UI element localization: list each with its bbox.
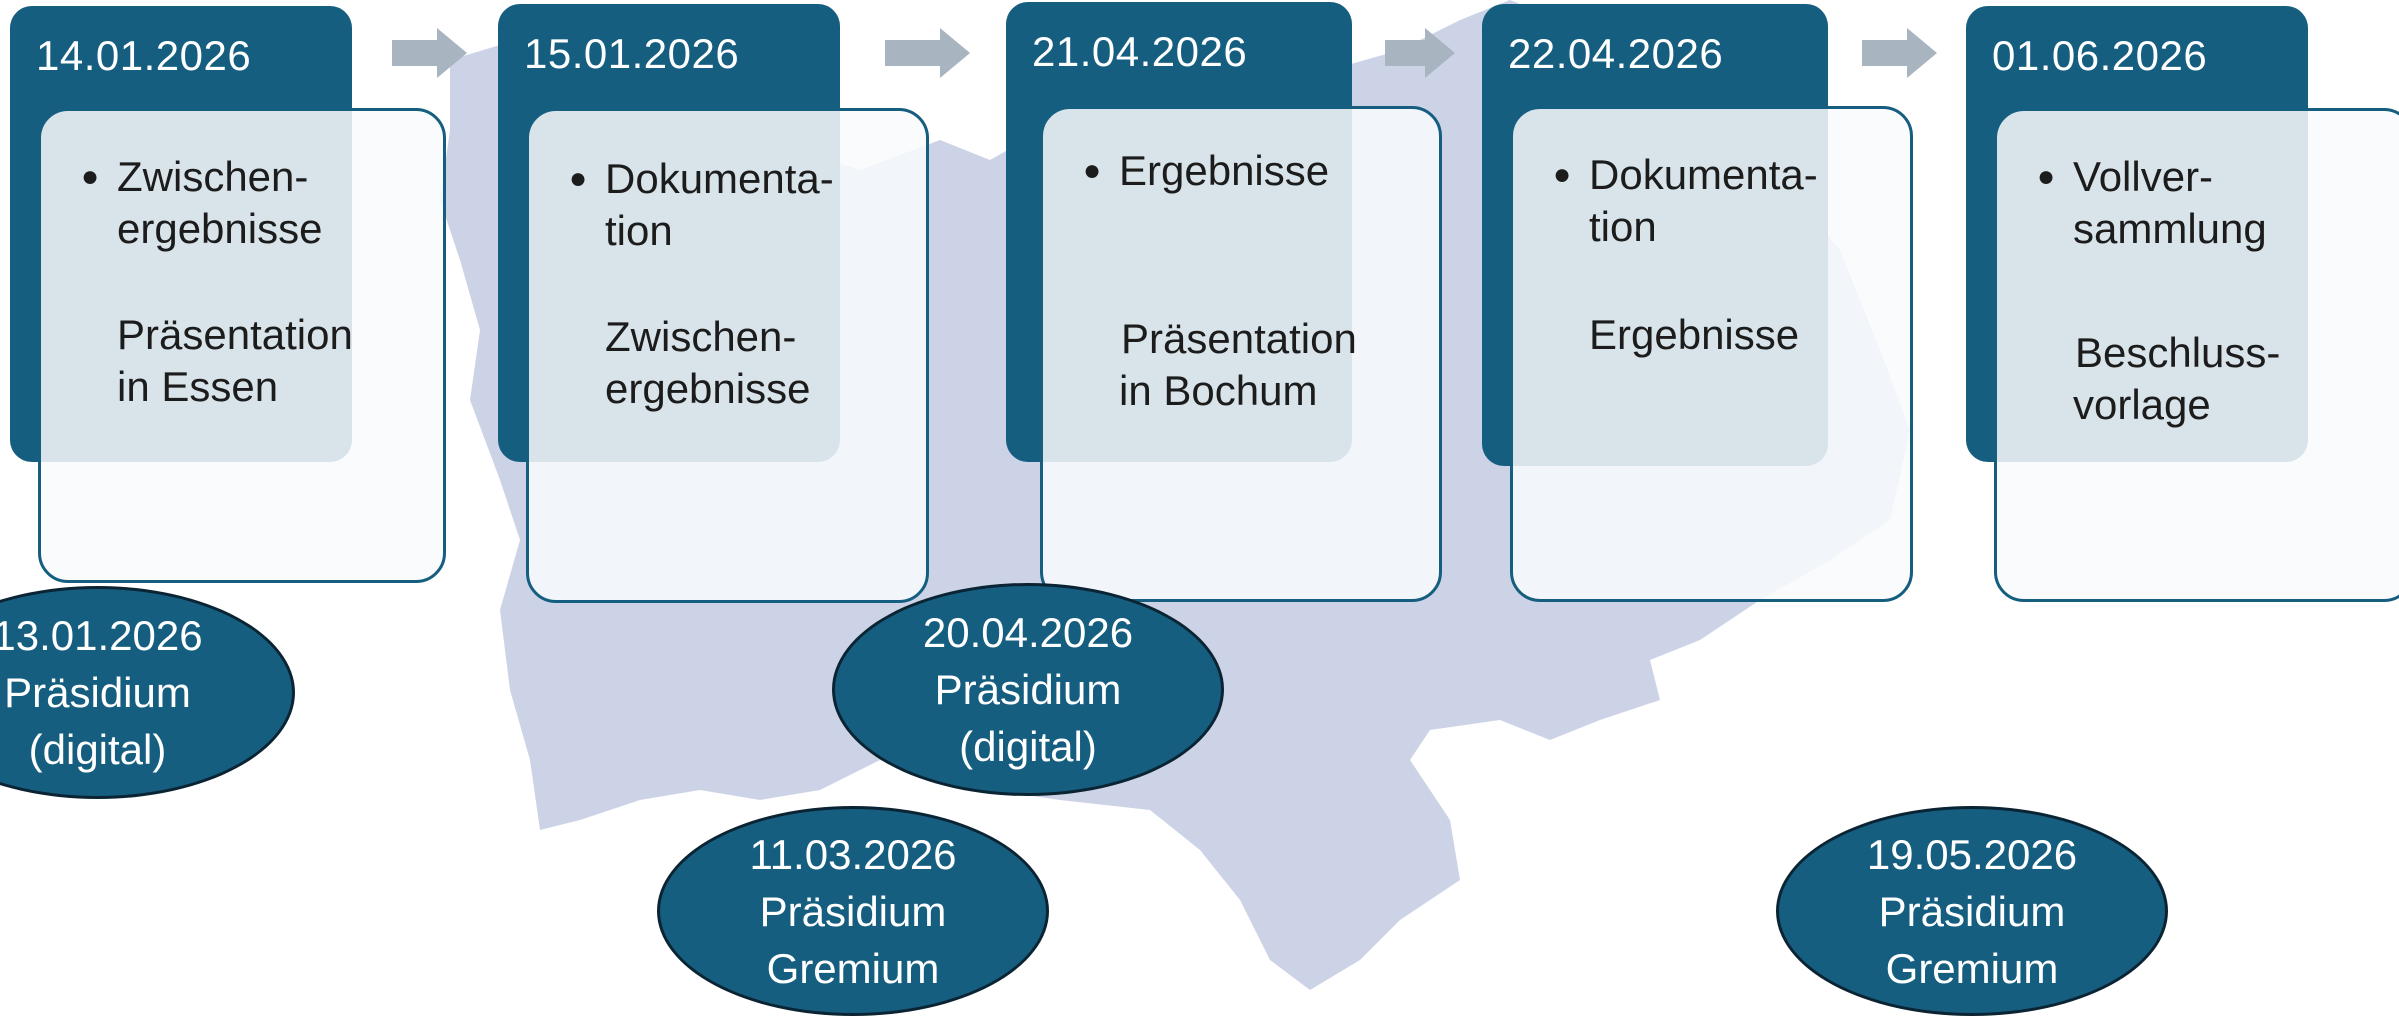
step-3-line-1: Ergebnisse xyxy=(1119,147,1330,194)
meeting-1-note: (digital) xyxy=(28,726,167,773)
meeting-oval-2: 20.04.2026 Präsidium (digital) xyxy=(832,583,1224,796)
meeting-1-title: Präsidium xyxy=(4,669,191,716)
meeting-3-note: Gremium xyxy=(766,944,940,992)
step-5-card: ● Vollver- sammlung Beschluss- vorlage xyxy=(1994,108,2399,602)
timeline-arrow-1 xyxy=(392,28,467,78)
step-5-bullet: ● xyxy=(2037,160,2056,193)
step-1-bullet: ● xyxy=(81,160,100,193)
step-5-line-1: Vollver- xyxy=(2073,153,2214,200)
step-4-bullet: ● xyxy=(1553,158,1572,191)
step-3-date: 21.04.2026 xyxy=(1032,28,1248,75)
step-1-line-4: Präsentation xyxy=(117,311,353,358)
step-4-card: ● Dokumenta- tion Ergebnisse xyxy=(1510,106,1913,602)
step-3-line-4: in Bochum xyxy=(1119,367,1318,414)
step-5-line-4: Beschluss- xyxy=(2075,329,2281,376)
step-2-card: ● Dokumenta- tion Zwischen- ergebnisse xyxy=(526,108,929,603)
step-1-line-1: Zwischen- xyxy=(117,153,309,200)
meeting-2-date: 20.04.2026 xyxy=(922,609,1134,656)
meeting-2-note: (digital) xyxy=(959,723,1097,770)
meeting-4-title: Präsidium xyxy=(1878,887,2066,935)
timeline-arrow-4 xyxy=(1862,28,1937,78)
step-3-line-3: Präsentation xyxy=(1121,315,1357,362)
step-1-date: 14.01.2026 xyxy=(36,32,252,79)
step-2-line-5: ergebnisse xyxy=(605,365,811,412)
step-4-line-1: Dokumenta- xyxy=(1589,151,1818,198)
meeting-oval-4: 19.05.2026 Präsidium Gremium xyxy=(1776,806,2168,1016)
step-1-line-2: ergebnisse xyxy=(117,205,323,252)
step-4-date: 22.04.2026 xyxy=(1508,30,1724,77)
step-3-bullet: ● xyxy=(1083,154,1102,187)
meeting-2-title: Präsidium xyxy=(934,666,1122,713)
meeting-3-date: 11.03.2026 xyxy=(749,830,957,878)
step-1-line-5: in Essen xyxy=(117,363,279,410)
step-4-line-2: tion xyxy=(1589,203,1657,250)
meeting-1-date: 13.01.2026 xyxy=(0,612,203,659)
step-4-line-4: Ergebnisse xyxy=(1589,311,1800,358)
meeting-oval-1: 13.01.2026 Präsidium (digital) xyxy=(0,586,295,799)
step-2-line-2: tion xyxy=(605,207,673,254)
step-2-line-4: Zwischen- xyxy=(605,313,797,360)
timeline-arrow-2 xyxy=(885,28,970,78)
timeline-arrow-3 xyxy=(1385,28,1455,78)
meeting-3-title: Präsidium xyxy=(759,887,947,935)
meeting-4-note: Gremium xyxy=(1885,944,2059,992)
step-2-date: 15.01.2026 xyxy=(524,30,740,77)
step-5-line-2: sammlung xyxy=(2073,205,2267,252)
step-2-bullet: ● xyxy=(569,162,588,195)
meeting-4-date: 19.05.2026 xyxy=(1866,830,2078,878)
step-3-card: ● Ergebnisse Präsentation in Bochum xyxy=(1040,106,1442,602)
step-1-card: ● Zwischen- ergebnisse Präsentation in E… xyxy=(38,108,446,583)
meeting-oval-3: 11.03.2026 Präsidium Gremium xyxy=(657,806,1049,1016)
step-5-line-5: vorlage xyxy=(2073,381,2211,428)
step-5-date: 01.06.2026 xyxy=(1992,32,2208,79)
step-2-line-1: Dokumenta- xyxy=(605,155,834,202)
